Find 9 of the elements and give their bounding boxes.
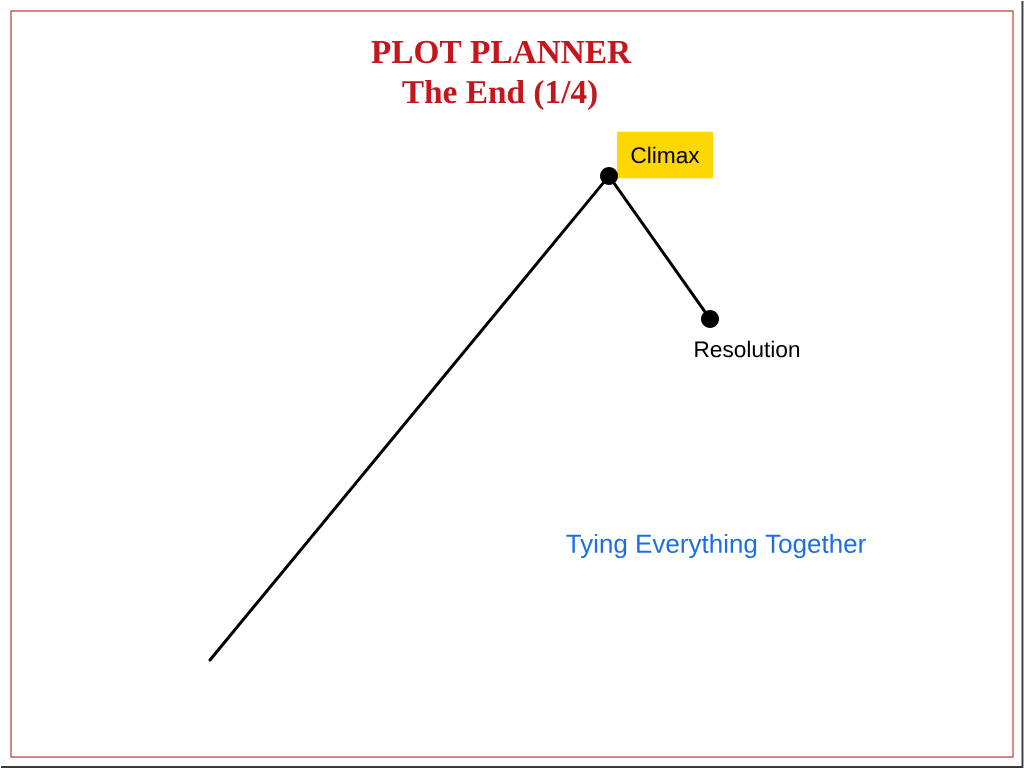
title: PLOT PLANNER [371,40,632,64]
plot-line [208,181,605,662]
plot-point [600,167,618,185]
annotation-text: Tying Everything Together [566,533,866,559]
point-label: Resolution [695,340,800,358]
plot-point [701,310,719,328]
plot-line [612,182,707,313]
label-box: Climax [617,131,713,179]
subtitle: The End (1/4) [402,79,597,111]
